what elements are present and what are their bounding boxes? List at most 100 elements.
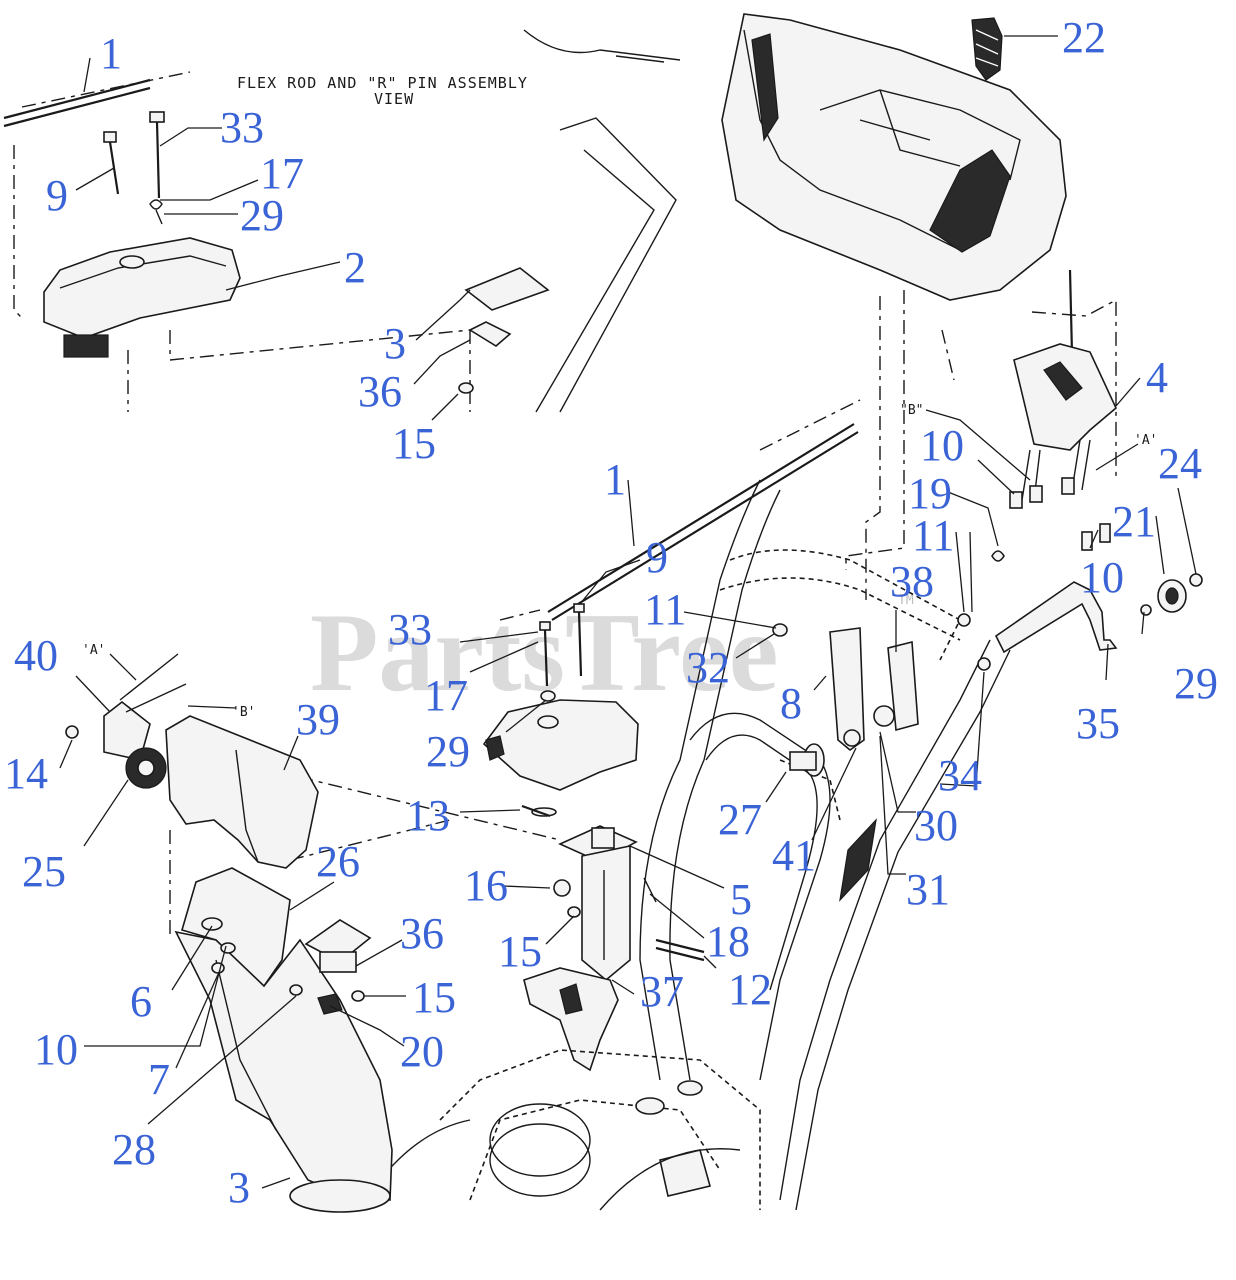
nut-15-mid: [567, 906, 581, 918]
chute-bracket-36: [304, 919, 372, 973]
deflector-cap-main: [482, 699, 639, 818]
callout-16: 16: [464, 861, 508, 910]
bearing-27: [789, 743, 825, 777]
nut-14: [65, 725, 79, 739]
tag-b-upper: "B": [900, 403, 923, 418]
callout-17-top: 17: [260, 149, 304, 198]
callout-30: 30: [914, 801, 958, 850]
washer-32: [772, 623, 788, 637]
callout-1-top: 1: [100, 29, 122, 78]
pin-18: [643, 877, 657, 903]
callout-36-low: 36: [400, 909, 444, 958]
nut-24: [1189, 573, 1203, 587]
callout-22: 22: [1062, 13, 1106, 62]
bracket-38: [873, 640, 919, 732]
callout-10-a: 10: [920, 421, 964, 470]
callout-36-top: 36: [358, 367, 402, 416]
callout-37: 37: [640, 967, 684, 1016]
callout-29-right: 29: [1174, 659, 1218, 708]
callout-10-b: 10: [1080, 553, 1124, 602]
callout-15-top: 15: [392, 419, 436, 468]
callout-34: 34: [938, 751, 982, 800]
shift-lever-assembly: [1009, 269, 1117, 551]
tag-b-left: 'B': [232, 705, 255, 720]
callout-labels: 1 33 9 17 29 2 3 36 15 22 4 10 24 19 11 …: [4, 13, 1218, 1212]
bolt-33-main: [539, 621, 551, 687]
callout-13: 13: [406, 791, 450, 840]
callout-12: 12: [728, 965, 772, 1014]
callout-1-mid: 1: [604, 455, 626, 504]
callout-5: 5: [730, 875, 752, 924]
callout-6: 6: [130, 977, 152, 1026]
nut-16: [553, 879, 571, 897]
callout-19: 19: [908, 469, 952, 518]
callout-39: 39: [296, 695, 340, 744]
callout-17-mid: 17: [424, 671, 468, 720]
inset-flex-rod-assembly: [3, 29, 681, 413]
callout-33-top: 33: [220, 103, 264, 152]
watermark-trademark: TM: [898, 593, 914, 608]
callout-11-a: 11: [912, 511, 954, 560]
bolt-9-main: [573, 603, 585, 677]
control-head-40: [103, 653, 187, 761]
chute-lower: [174, 917, 393, 1213]
leader-lines: [59, 35, 1197, 1189]
callout-20: 20: [400, 1027, 444, 1076]
callout-29-mid: 29: [426, 727, 470, 776]
callout-25: 25: [22, 847, 66, 896]
callout-41: 41: [772, 831, 816, 880]
callout-33-mid: 33: [388, 605, 432, 654]
flex-rod-inset: [3, 78, 151, 128]
chute-deflector-39: [165, 715, 319, 869]
nut-34: [977, 657, 991, 671]
callout-27: 27: [718, 795, 762, 844]
callout-15-low: 15: [412, 973, 456, 1022]
tilt-bracket-5: [558, 825, 638, 982]
callout-3-low: 3: [228, 1163, 250, 1212]
bracket-8: [829, 627, 865, 752]
bolt-9-inset: [103, 131, 120, 195]
gear-25: [125, 747, 167, 789]
handle-frame: [639, 479, 1011, 1211]
control-panel: [721, 13, 1067, 301]
tag-a-left: 'A': [82, 643, 105, 658]
callout-21: 21: [1112, 497, 1156, 546]
callout-24: 24: [1158, 439, 1202, 488]
pin-12: [655, 938, 705, 962]
tag-a-upper: 'A': [1134, 433, 1157, 448]
callout-2: 2: [344, 243, 366, 292]
callout-32: 32: [686, 643, 730, 692]
callout-14: 14: [4, 749, 48, 798]
washer-29-right: [1140, 604, 1152, 616]
callout-35: 35: [1076, 699, 1120, 748]
bolt-33-inset: [149, 111, 165, 199]
callout-38: 38: [890, 557, 934, 606]
callout-9-top: 9: [46, 171, 68, 220]
callout-11-b: 11: [644, 585, 686, 634]
callout-15-mid: 15: [498, 927, 542, 976]
deflector-cap-inset: [43, 237, 241, 358]
callout-26: 26: [316, 837, 360, 886]
callout-40: 40: [14, 631, 58, 680]
crank-rod-35: [994, 581, 1118, 654]
auger-housing: [379, 1049, 761, 1211]
view-note-line2: VIEW: [374, 90, 414, 108]
callout-10-low: 10: [34, 1025, 78, 1074]
crank-knob-21: [1157, 579, 1187, 613]
callout-18: 18: [706, 917, 750, 966]
chute-bracket-inset: [458, 29, 681, 413]
chute-mount-37: [523, 967, 619, 1072]
callout-7: 7: [148, 1055, 170, 1104]
washer-29-mid: [540, 690, 556, 702]
callout-3-top: 3: [384, 319, 406, 368]
callout-4: 4: [1146, 353, 1168, 402]
r-pin-inset: [149, 199, 163, 225]
view-note-line1: FLEX ROD AND "R" PIN ASSEMBLY: [237, 74, 528, 92]
callout-31: 31: [906, 865, 950, 914]
nut-15-low: [351, 990, 365, 1002]
callout-28: 28: [112, 1125, 156, 1174]
callout-8: 8: [780, 679, 802, 728]
bolt-11-b: [957, 613, 971, 627]
